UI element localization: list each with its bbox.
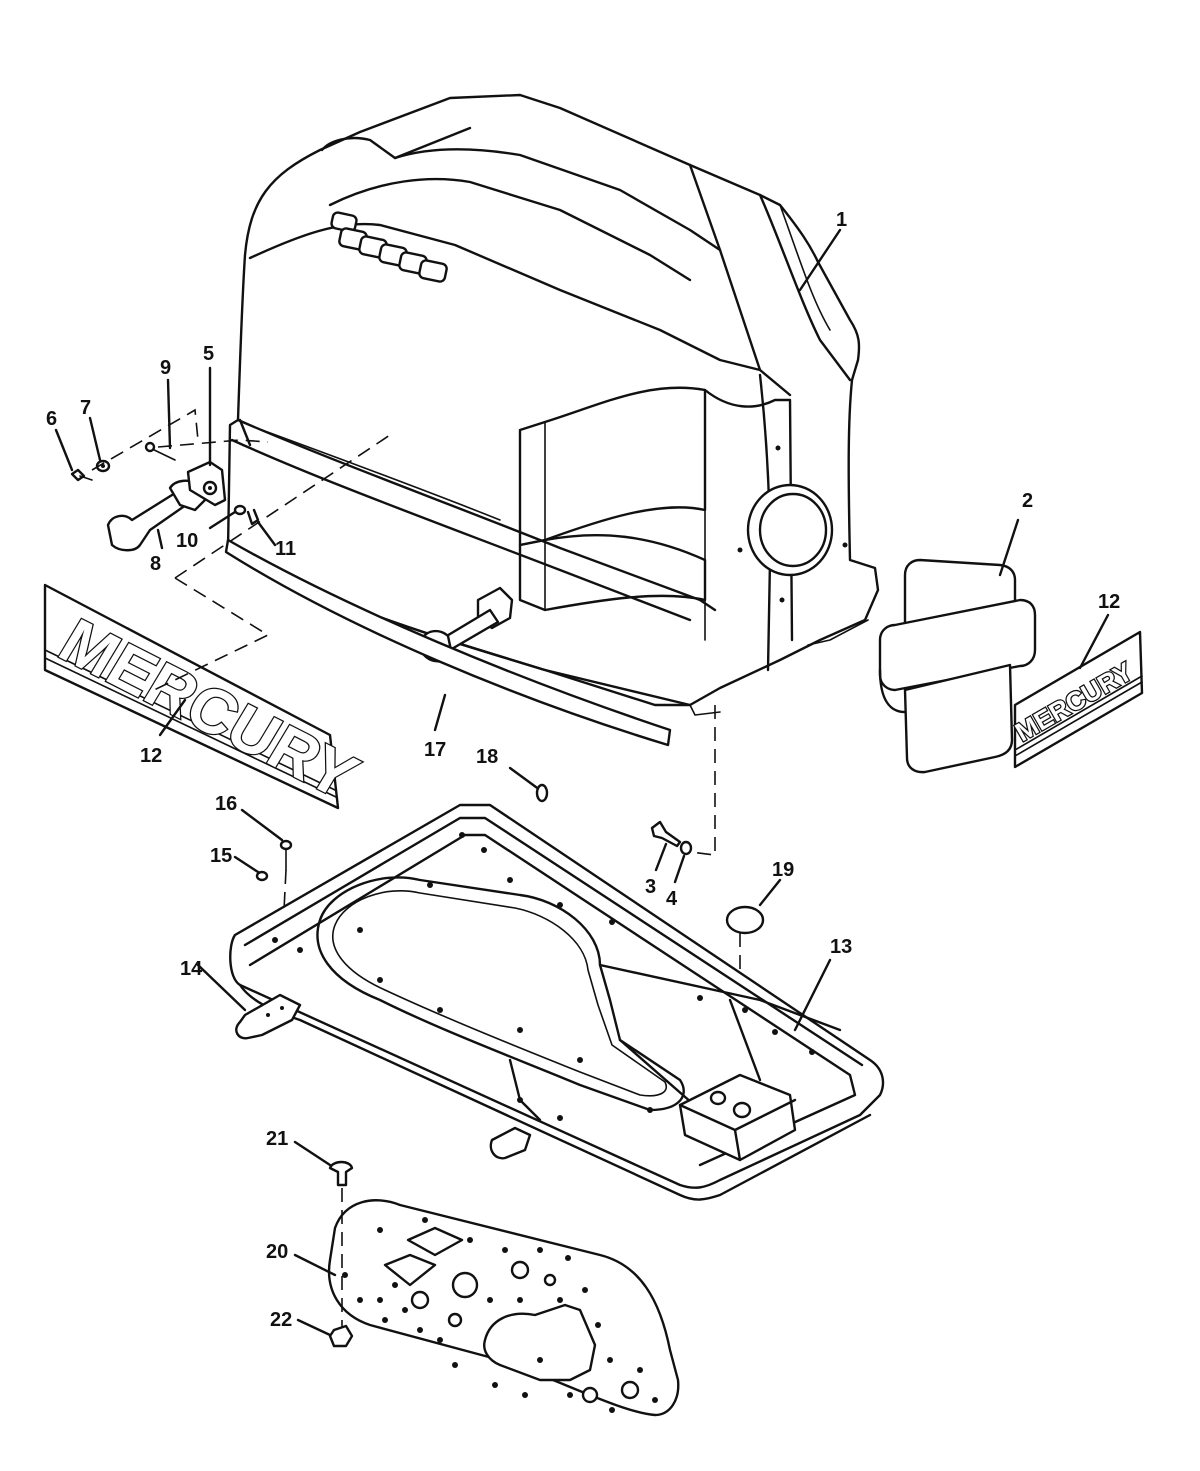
leader-7 xyxy=(88,416,102,462)
screw-3-washer-4 xyxy=(650,820,693,884)
leader-15 xyxy=(233,855,260,874)
leader-16 xyxy=(240,808,284,842)
label-16: 16 xyxy=(215,793,237,815)
rear-latch-assembly xyxy=(54,366,277,552)
leader-19 xyxy=(758,878,782,907)
label-2: 2 xyxy=(1022,490,1033,512)
leader-17 xyxy=(433,693,447,732)
leader-1 xyxy=(798,228,842,292)
label-13: 13 xyxy=(830,936,852,958)
leader-21 xyxy=(293,1140,332,1167)
label-5: 5 xyxy=(203,343,214,365)
vent-slots xyxy=(330,211,448,283)
front-decal: MERCURY xyxy=(43,583,371,814)
leader-8 xyxy=(156,528,164,550)
leader-14 xyxy=(196,963,247,1012)
label-20: 20 xyxy=(266,1241,288,1263)
leader-4 xyxy=(673,854,686,884)
leader-22 xyxy=(296,1318,332,1337)
leader-6 xyxy=(54,428,74,472)
label-11: 11 xyxy=(275,538,296,560)
leader-12b xyxy=(1078,613,1110,670)
label-12a: 12 xyxy=(140,745,162,767)
screw-21-nut-22 xyxy=(293,1140,354,1348)
label-9: 9 xyxy=(160,357,171,379)
bottom-cowl xyxy=(196,803,885,1201)
leader-10 xyxy=(208,510,237,530)
label-15: 15 xyxy=(210,845,232,867)
leader-2 xyxy=(998,518,1020,577)
label-8: 8 xyxy=(150,553,161,575)
gasket-plate xyxy=(293,1199,680,1417)
label-4: 4 xyxy=(666,888,678,910)
label-3: 3 xyxy=(645,876,656,898)
label-7: 7 xyxy=(80,397,91,419)
rear-pad xyxy=(878,518,1037,774)
screw-18 xyxy=(508,766,549,803)
leader-3 xyxy=(654,842,668,872)
label-12b: 12 xyxy=(1098,591,1120,613)
front-decal-logo: MERCURY xyxy=(48,605,370,812)
label-1: 1 xyxy=(836,209,847,231)
leader-13 xyxy=(793,958,832,1032)
callout-labels: 1 2 3 4 5 6 7 8 9 10 11 12 12 13 14 15 1… xyxy=(46,209,1120,1331)
label-22: 22 xyxy=(270,1309,292,1331)
label-6: 6 xyxy=(46,408,57,430)
leader-9 xyxy=(166,378,172,450)
trim-strip xyxy=(224,538,672,747)
leader-20 xyxy=(293,1253,337,1277)
leader-18 xyxy=(508,766,542,792)
label-19: 19 xyxy=(772,859,794,881)
plate-holes xyxy=(342,1217,658,1413)
leader-11 xyxy=(256,520,277,547)
label-21: 21 xyxy=(266,1128,288,1150)
label-10: 10 xyxy=(176,530,198,552)
top-cowl xyxy=(226,93,880,716)
label-17: 17 xyxy=(424,739,446,761)
leader-12a xyxy=(158,698,187,737)
label-18: 18 xyxy=(476,746,498,768)
label-14: 14 xyxy=(180,958,203,980)
